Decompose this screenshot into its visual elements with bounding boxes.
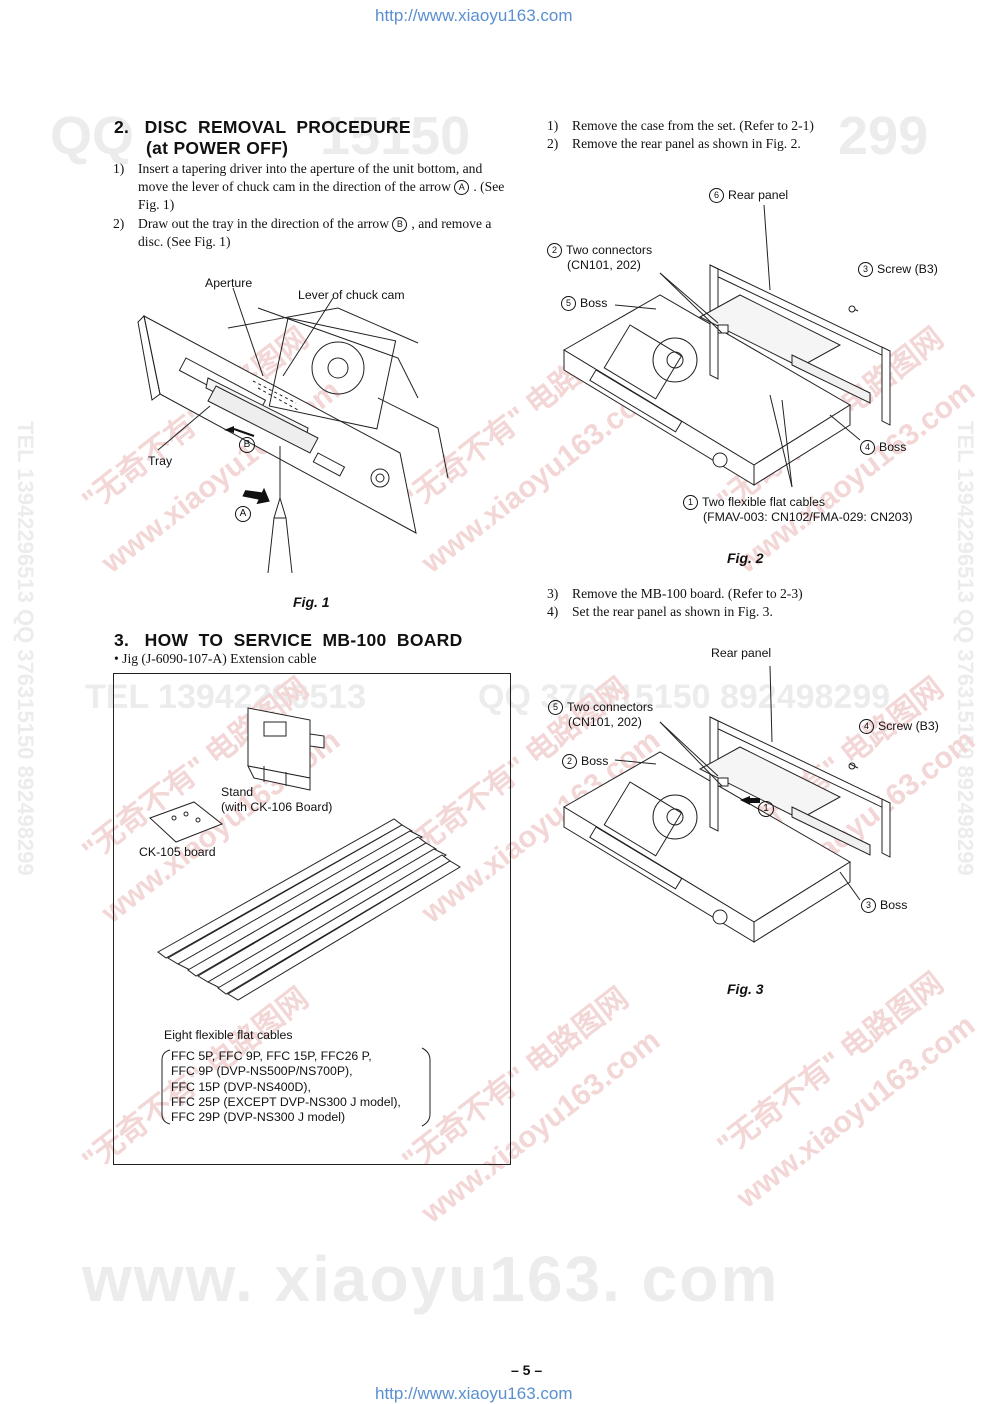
watermark-qq-mid: 15150: [320, 106, 471, 166]
fig2-label-two-connectors-sub: (CN101, 202): [567, 258, 641, 272]
section2-steps: 1) Insert a tapering driver into the ape…: [113, 160, 511, 251]
step-text: Insert a tapering driver into the apertu…: [138, 161, 483, 195]
watermark-side-right: TEL 13942296513 QQ 376315150 892498299: [953, 421, 978, 876]
right-step-1: 1)Remove the case from the set. (Refer t…: [547, 118, 814, 133]
right-step-4: 4)Set the rear panel as shown in Fig. 3.: [547, 604, 773, 620]
watermark-side-left: TEL 13942296513 QQ 376315150 892498299: [13, 421, 38, 876]
header-url-link[interactable]: http://www.xiaoyu163.com: [375, 6, 573, 25]
flat-cable: [206, 848, 448, 989]
step-number: 2): [113, 215, 125, 231]
fig1-arrow-b-icon: B: [239, 437, 255, 453]
right-step-2: 2)Remove the rear panel as shown in Fig.…: [547, 136, 801, 152]
cable-list-item: FFC 29P (DVP-NS300 J model): [171, 1110, 346, 1125]
section2-step-1: 1) Insert a tapering driver into the ape…: [113, 160, 511, 215]
fig3-drawing: [563, 665, 891, 943]
fig3-caption: Fig. 3: [727, 981, 764, 997]
section2-title-line1: 2. DISC REMOVAL PROCEDURE: [114, 117, 411, 137]
flat-cable: [167, 824, 413, 965]
cable-list-item: FFC 15P (DVP-NS400D),: [171, 1079, 311, 1094]
flat-cable: [227, 860, 461, 1001]
jig-box: Stand (with CK-106 Board) CK-105 board E…: [113, 673, 511, 1165]
fig1-label-lever: Lever of chuck cam: [298, 288, 405, 302]
fig2-caption: Fig. 2: [727, 550, 764, 566]
fig3-label-two-connectors-sub: (CN101, 202): [568, 715, 642, 729]
section2-step-2: 2) Draw out the tray in the direction of…: [113, 215, 511, 251]
jig-label-stand-sub: (with CK-106 Board): [221, 800, 333, 814]
fig3-label-rear-panel: Rear panel: [711, 646, 772, 660]
step-text-end: . (See Fig. 1): [138, 179, 505, 213]
flat-cable: [176, 830, 424, 971]
watermark-bottom-url: www. xiaoyu163. com: [82, 1243, 780, 1315]
fig2-drawing: [563, 204, 891, 488]
step-text: Draw out the tray in the direction of th…: [138, 215, 393, 231]
section2-title-line2: (at POWER OFF): [146, 138, 289, 158]
fig2-label-cables-sub: (FMAV-003: CN102/FMA-029: CN203): [703, 510, 913, 524]
fig3-arrow-1-icon: 1: [758, 801, 774, 817]
jig-drawing: [149, 707, 461, 1127]
section2-heading: 2. DISC REMOVAL PROCEDURE (at POWER OFF): [114, 117, 514, 159]
watermark-qq-right: 299: [838, 106, 929, 166]
arrow-a-marker-icon: A: [454, 180, 470, 196]
flat-cable: [197, 842, 437, 983]
fig1-arrow-a-icon: A: [235, 506, 251, 522]
cable-list-item: FFC 25P (EXCEPT DVP-NS300 J model),: [171, 1094, 401, 1109]
fig1-label-tray: Tray: [148, 454, 173, 468]
right-steps-mid: 3)Remove the MB-100 board. (Refer to 2-3…: [547, 585, 947, 621]
watermark-qq-mid-right: QQ 376315150 892498299: [478, 678, 891, 716]
watermark-tel-mid: TEL 13942296513: [85, 678, 367, 716]
section3-title: 3. HOW TO SERVICE MB-100 BOARD: [114, 630, 463, 650]
jig-label-ck105: CK-105 board: [139, 845, 216, 859]
fig1-caption: Fig. 1: [293, 594, 330, 610]
section3-jig: • Jig (J-6090-107-A) Extension cable: [114, 651, 317, 666]
jig-label-stand: Stand: [221, 785, 254, 799]
cable-list-item: FFC 9P (DVP-NS500P/NS700P),: [171, 1064, 353, 1079]
step-number: 1): [113, 161, 125, 176]
jig-label-cables-title: Eight flexible flat cables: [164, 1028, 293, 1042]
watermark-qq-left: QQ: [50, 106, 135, 166]
step-text-end: , and remove a disc. (See Fig. 1): [138, 215, 492, 249]
right-steps-top: 1)Remove the case from the set. (Refer t…: [547, 117, 947, 153]
right-step-3: 3)Remove the MB-100 board. (Refer to 2-3…: [547, 586, 803, 601]
arrow-b-marker-icon: B: [392, 216, 408, 232]
jig-cables-list: FFC 5P, FFC 9P, FFC 15P, FFC26 P, FFC 9P…: [171, 1049, 401, 1125]
page-number: – 5 –: [511, 1362, 543, 1378]
cable-list-item: FFC 5P, FFC 9P, FFC 15P, FFC26 P,: [171, 1049, 372, 1063]
fig1-label-aperture: Aperture: [205, 276, 253, 290]
footer-url-link[interactable]: http://www.xiaoyu163.com: [375, 1384, 573, 1403]
fig1-drawing: [137, 287, 449, 574]
